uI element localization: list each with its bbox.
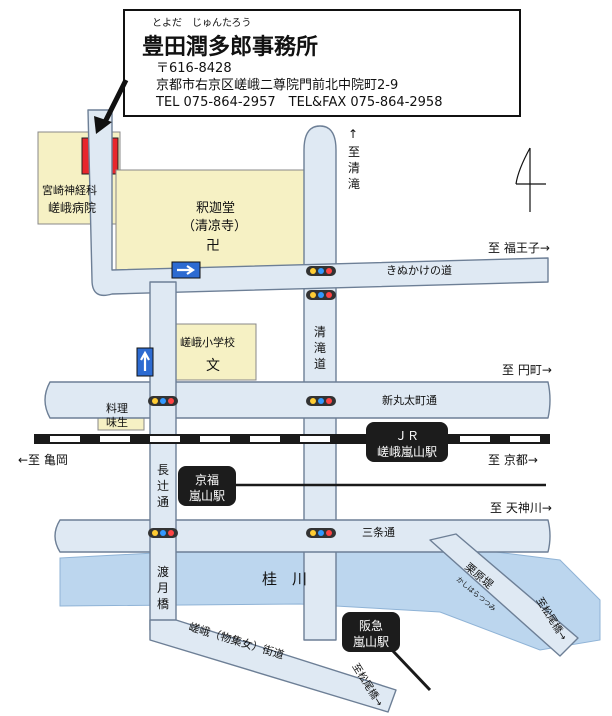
office-furigana: とよだ じゅんたろう xyxy=(152,17,251,29)
keifuku-station-label-2: 嵐山駅 xyxy=(189,489,225,503)
keifuku-station-label-1: 京福 xyxy=(195,472,219,487)
svg-text:道: 道 xyxy=(314,357,326,371)
hospital-label-2: 嵯峨病院 xyxy=(48,200,96,215)
office-phone: TEL 075-864-2957 TEL&FAX 075-864-2958 xyxy=(155,95,442,110)
road-label-kinukake: きぬかけの道 xyxy=(386,263,452,277)
jr-railway xyxy=(34,434,550,444)
svg-text:清: 清 xyxy=(314,325,326,339)
road-kinukake xyxy=(87,109,549,297)
svg-text:渡: 渡 xyxy=(157,564,169,579)
hankyu-station-badge[interactable]: 阪急 嵐山駅 xyxy=(342,612,400,652)
temple-symbol-icon: 卍 xyxy=(206,238,220,254)
road-label-nagatsuji: 長 辻 通 xyxy=(157,463,169,509)
svg-text:通: 通 xyxy=(157,495,169,509)
jr-station-badge[interactable]: ＪＲ 嵯峨嵐山駅 xyxy=(366,422,448,462)
river-label: 桂 川 xyxy=(262,570,307,588)
road-label-shinmarutamachi: 新丸太町通 xyxy=(382,393,437,407)
road-label-sanjo: 三条通 xyxy=(362,525,395,539)
traffic-light-icon xyxy=(148,528,178,538)
ryori-label-2: 味生 xyxy=(106,415,128,429)
svg-text:滝: 滝 xyxy=(348,177,360,191)
svg-text:滝: 滝 xyxy=(314,341,326,355)
road-kurusaki xyxy=(429,533,579,657)
road-sanjo xyxy=(54,519,551,553)
road-label-seiryodo: 清 滝 道 xyxy=(314,325,326,371)
hankyu-line xyxy=(390,648,432,692)
office-name: 豊田潤多郎事務所 xyxy=(142,34,318,60)
school-label: 嵯峨小学校 xyxy=(180,335,235,349)
hankyu-station-label-2: 嵐山駅 xyxy=(353,635,389,649)
traffic-light-icon xyxy=(306,528,336,538)
svg-text:至: 至 xyxy=(348,145,360,159)
direction-tenjingawa: 至 天神川→ xyxy=(490,501,552,515)
svg-text:月: 月 xyxy=(157,581,169,595)
office-postal: 〒616-8428 xyxy=(156,61,232,76)
traffic-light-icon xyxy=(306,290,336,300)
direction-kameoka: ←至 亀岡 xyxy=(18,453,68,467)
direction-kyoto: 至 京都→ xyxy=(488,453,538,467)
direction-enmachi: 至 円町→ xyxy=(502,363,552,377)
hospital-label-1: 宮崎神経科 xyxy=(42,183,97,197)
svg-text:長: 長 xyxy=(157,463,169,477)
direction-kiyotaki: ↑ 至 清 滝 xyxy=(348,127,360,191)
office-address: 京都市右京区嵯峨二尊院門前北中院町2-9 xyxy=(156,77,398,93)
traffic-light-icon xyxy=(148,396,178,406)
road-label-togetsukyo: 渡 月 橋 xyxy=(157,564,169,611)
roads xyxy=(44,109,579,713)
blue-arrow-right-icon xyxy=(171,261,201,279)
pointer-arrow-icon xyxy=(94,78,129,134)
office-info-box: とよだ じゅんたろう 豊田潤多郎事務所 〒616-8428 京都市右京区嵯峨二尊… xyxy=(123,9,521,117)
temple-block xyxy=(115,169,307,283)
keifuku-station-badge[interactable]: 京福 嵐山駅 xyxy=(178,466,236,506)
hankyu-station-label-1: 阪急 xyxy=(359,618,383,633)
north-compass-icon xyxy=(515,147,546,212)
svg-text:辻: 辻 xyxy=(157,479,169,493)
temple-label-2: （清凉寺） xyxy=(182,219,247,234)
svg-text:清: 清 xyxy=(348,161,360,175)
jr-station-label-2: 嵯峨嵐山駅 xyxy=(377,445,437,459)
road-saga-kaido xyxy=(149,619,397,713)
traffic-lights xyxy=(148,266,336,538)
traffic-light-icon xyxy=(306,266,336,276)
direction-fukuoji: 至 福王子→ xyxy=(488,240,550,255)
traffic-light-icon xyxy=(306,396,336,406)
svg-text:橋: 橋 xyxy=(157,597,169,611)
school-symbol-icon: 文 xyxy=(206,358,220,374)
jr-station-label-1: ＪＲ xyxy=(395,429,419,443)
svg-text:↑: ↑ xyxy=(348,127,358,141)
ryori-label-1: 料理 xyxy=(106,401,128,415)
temple-label-1: 釈迦堂 xyxy=(196,201,235,216)
blue-arrow-up-icon xyxy=(136,347,154,377)
